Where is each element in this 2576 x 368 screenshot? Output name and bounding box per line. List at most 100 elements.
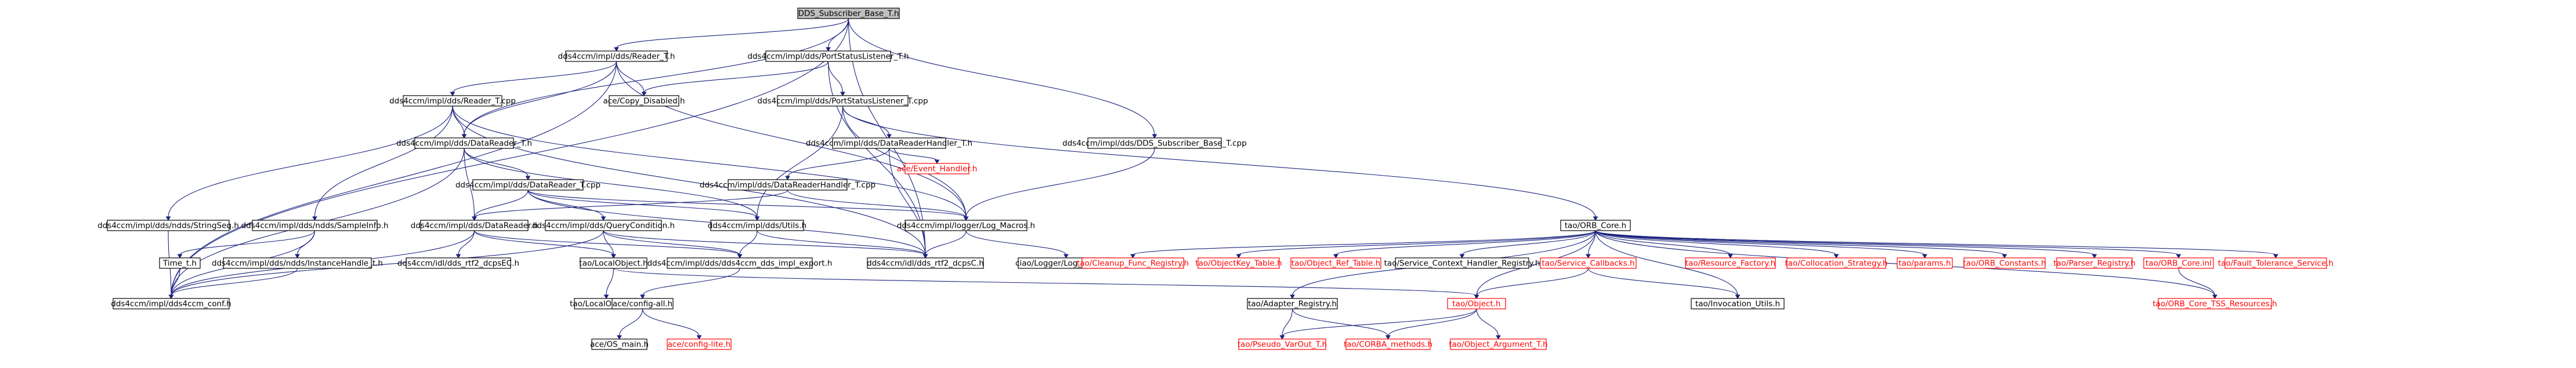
node-os-main[interactable]: ace/OS_main.h xyxy=(590,338,649,350)
node-box xyxy=(2158,298,2272,309)
node-label: dds4ccm/impl/dds/ndds/StringSeq.h xyxy=(97,221,239,231)
node-event-handler[interactable]: ace/Event_Handler.h xyxy=(897,163,978,174)
dependency-edge xyxy=(1335,230,1596,256)
node-corba-methods[interactable]: tao/CORBA_methods.h xyxy=(1344,338,1432,350)
dependency-edge xyxy=(527,190,758,218)
node-ddsc[interactable]: dds4ccm/idl/dds_rtf2_dcpsC.h xyxy=(867,257,984,269)
node-orb-core[interactable]: tao/ORB_Core.h xyxy=(1560,220,1631,231)
node-object-argument[interactable]: tao/Object_Argument_T.h xyxy=(1449,338,1548,350)
node-invocation-utils[interactable]: tao/Invocation_Utils.h xyxy=(1691,298,1785,309)
node-psl-t-h[interactable]: dds4ccm/impl/dds/PortStatusListener_T.h xyxy=(747,50,909,62)
dependency-edge xyxy=(452,105,465,136)
node-reader-t-h[interactable]: dds4ccm/impl/dds/Reader_T.h xyxy=(558,50,675,62)
node-stringseq[interactable]: dds4ccm/impl/dds/ndds/StringSeq.h xyxy=(97,220,239,231)
dependency-edge xyxy=(452,105,967,218)
node-box xyxy=(797,8,900,19)
dependency-edge xyxy=(965,148,1155,218)
dependency-edge xyxy=(1595,230,1738,296)
node-ddsecc[interactable]: dds4ccm/idl/dds_rtf2_dcpsEC.h xyxy=(397,257,519,269)
dependency-edge xyxy=(643,61,829,93)
node-label: dds4ccm/impl/dds/DataReaderHandler_T.cpp xyxy=(700,181,875,190)
node-label: tao/Fault_Tolerance_Service.h xyxy=(2218,259,2333,268)
node-config-lite[interactable]: ace/config-lite.h xyxy=(667,338,732,350)
node-box xyxy=(113,298,230,309)
node-log-macros[interactable]: dds4ccm/impl/logger/Log_Macros.h xyxy=(897,220,1035,231)
node-datareader-t-h[interactable]: dds4ccm/impl/dds/DataReader_T.h xyxy=(396,137,532,149)
node-time-t[interactable]: Time_t.h xyxy=(159,257,201,269)
node-ccm-conf[interactable]: dds4ccm/impl/dds4ccm_conf.h xyxy=(111,298,231,309)
dependency-edge xyxy=(527,190,967,218)
node-adapter-registry[interactable]: tao/Adapter_Registry.h xyxy=(1247,298,1338,309)
node-collocation[interactable]: tao/Collocation_Strategy.h xyxy=(1785,257,1888,269)
arrowhead-icon xyxy=(1593,216,1598,221)
node-box xyxy=(1685,257,1776,269)
node-sampleinfo[interactable]: dds4ccm/impl/dds/ndds/SampleInfo.h xyxy=(241,220,389,231)
node-label: dds4ccm/idl/dds_rtf2_dcpsEC.h xyxy=(397,259,519,268)
arrowhead-icon xyxy=(1728,254,1733,258)
node-drh-t-cpp[interactable]: dds4ccm/impl/dds/DataReaderHandler_T.cpp xyxy=(700,179,875,191)
arrowhead-icon xyxy=(1236,254,1242,258)
arrowhead-icon xyxy=(455,254,461,258)
node-root[interactable]: DDS_Subscriber_Base_T.h xyxy=(797,8,900,19)
node-tao-object[interactable]: tao/Object.h xyxy=(1447,298,1506,309)
node-drh-t-h[interactable]: dds4ccm/impl/dds/DataReaderHandler_T.h xyxy=(806,137,972,149)
node-objectkey-table[interactable]: tao/ObjectKey_Table.h xyxy=(1195,257,1282,269)
arrowhead-icon xyxy=(461,134,467,139)
node-querycond[interactable]: dds4ccm/impl/dds/QueryCondition.h xyxy=(532,220,675,231)
node-datareader-t-cpp[interactable]: dds4ccm/impl/dds/DataReader_T.cpp xyxy=(455,179,600,191)
node-box xyxy=(1447,298,1506,309)
node-copy-disabled[interactable]: ace/Copy_Disabled.h xyxy=(603,95,685,107)
arrowhead-icon xyxy=(963,216,969,221)
node-object-ref-table[interactable]: tao/Object_Ref_Table.h xyxy=(1290,257,1381,269)
node-orb-core-tss[interactable]: tao/ORB_Core_TSS_Resources.h xyxy=(2152,298,2277,309)
node-dds-impl-export[interactable]: dds4ccm/impl/dds/dds4ccm_dds_impl_export… xyxy=(647,257,833,269)
arrowhead-icon xyxy=(450,92,455,96)
node-label: dds4ccm/impl/dds/Reader_T.h xyxy=(558,52,675,61)
node-service-ctx[interactable]: tao/Service_Context_Handler_Registry.h xyxy=(1384,257,1540,269)
node-label: tao/Object_Argument_T.h xyxy=(1449,340,1547,349)
node-instancehandle[interactable]: dds4ccm/impl/dds/ndds/InstanceHandle_t.h xyxy=(212,257,383,269)
node-box xyxy=(1081,257,1184,269)
node-datareader-h[interactable]: dds4ccm/impl/dds/DataReader.h xyxy=(411,220,538,231)
node-box xyxy=(609,95,679,107)
node-pseudo-varout[interactable]: tao/Pseudo_VarOut_T.h xyxy=(1238,338,1327,350)
dependency-edge xyxy=(757,105,844,218)
node-config-all[interactable]: ace/config-all.h xyxy=(612,298,674,309)
node-label: tao/Parser_Registry.h xyxy=(2053,259,2136,268)
node-localobject-h[interactable]: tao/LocalObject.h xyxy=(579,257,648,269)
node-orb-core-inl[interactable]: tao/ORB_Core.inl xyxy=(2143,257,2214,269)
node-box xyxy=(667,257,813,269)
node-orb-constants[interactable]: tao/ORB_Constants.h xyxy=(1963,257,2046,269)
node-utils[interactable]: dds4ccm/impl/dds/Utils.h xyxy=(708,220,806,231)
dependency-edge xyxy=(171,61,617,296)
node-fault-tolerance[interactable]: tao/Fault_Tolerance_Service.h xyxy=(2218,257,2333,269)
dependency-edge xyxy=(642,308,700,337)
node-dds-sub-base-cpp[interactable]: dds4ccm/impl/dds/DDS_Subscriber_Base_T.c… xyxy=(1062,137,1247,149)
node-psl-t-cpp[interactable]: dds4ccm/impl/dds/PortStatusListener_T.cp… xyxy=(757,95,928,107)
dependency-edge xyxy=(827,18,849,49)
dependency-edge xyxy=(616,61,967,218)
arrowhead-icon xyxy=(2176,254,2181,258)
node-label: tao/Adapter_Registry.h xyxy=(1248,300,1337,309)
node-parser-registry[interactable]: tao/Parser_Registry.h xyxy=(2053,257,2136,269)
node-params[interactable]: tao/params.h xyxy=(1897,257,1953,269)
dependency-edge xyxy=(842,105,890,136)
node-label: tao/Object.h xyxy=(1452,300,1500,309)
arrowhead-icon xyxy=(1922,254,1927,258)
node-service-callbacks[interactable]: tao/Service_Callbacks.h xyxy=(1540,257,1637,269)
node-label: Time_t.h xyxy=(162,259,197,268)
node-resource-factory[interactable]: tao/Resource_Factory.h xyxy=(1685,257,1776,269)
dependency-edge xyxy=(171,268,180,296)
dependency-edge xyxy=(603,230,614,256)
dependency-edge xyxy=(618,308,643,337)
node-label: tao/Invocation_Utils.h xyxy=(1695,300,1780,309)
node-cleanup-func[interactable]: tao/Cleanup_Func_Registry.h xyxy=(1077,257,1189,269)
node-box xyxy=(728,179,848,191)
arrowhead-icon xyxy=(1152,134,1157,139)
node-label: tao/Cleanup_Func_Registry.h xyxy=(1077,259,1189,268)
dependency-edge xyxy=(473,190,788,218)
node-label: dds4ccm/impl/logger/Log_Macros.h xyxy=(897,221,1035,231)
node-reader-t-cpp[interactable]: dds4ccm/impl/dds/Reader_T.cpp xyxy=(389,95,516,107)
dependency-edge xyxy=(464,148,475,218)
node-label: dds4ccm/impl/dds/Reader_T.cpp xyxy=(389,97,516,106)
